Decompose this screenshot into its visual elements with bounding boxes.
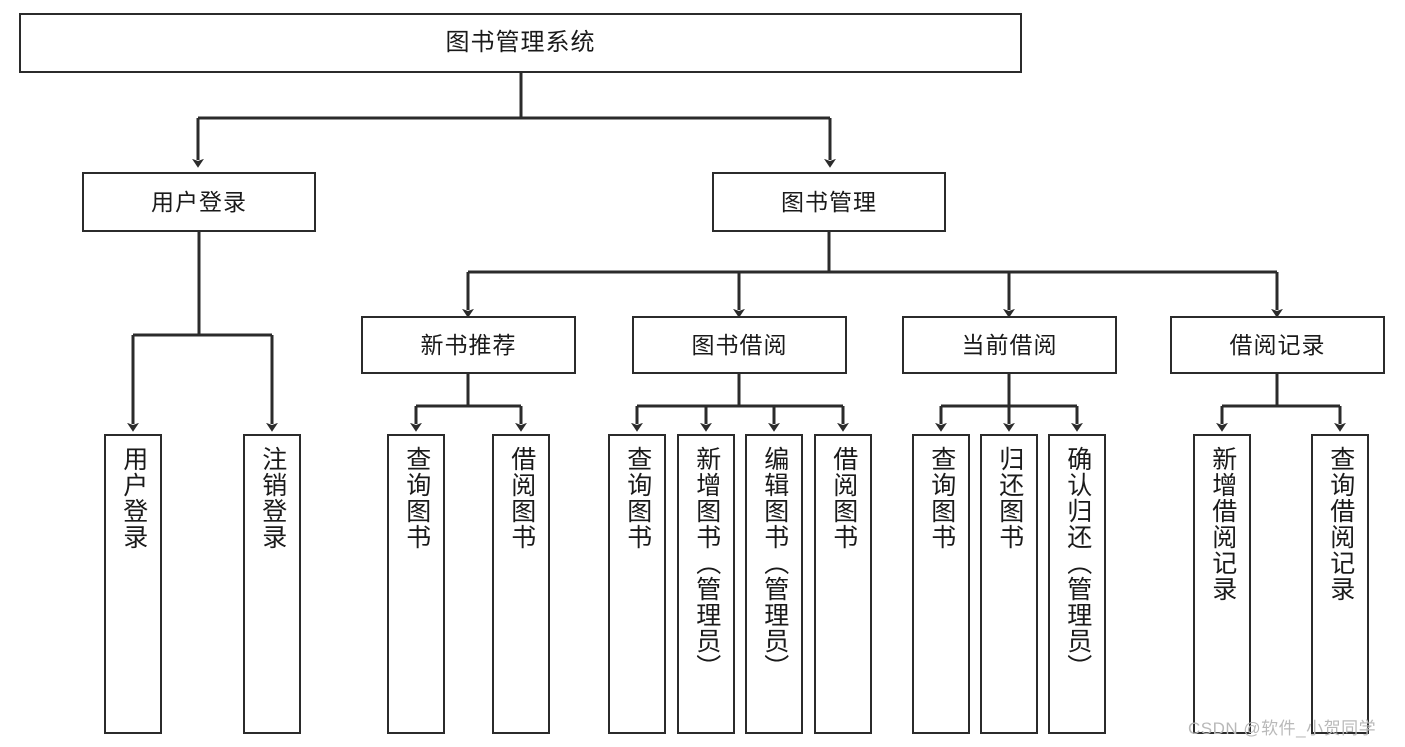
node-leaf-query-book-3[interactable]: 查询图书: [912, 434, 970, 734]
node-leaf-logout-label: 注销登录: [258, 446, 287, 550]
node-leaf-borrow-book-1-label: 借阅图书: [507, 446, 536, 550]
node-leaf-borrow-book-1[interactable]: 借阅图书: [492, 434, 550, 734]
node-leaf-query-record-label: 查询借阅记录: [1326, 446, 1355, 602]
node-leaf-confirm-return[interactable]: 确认归还（管理员）: [1048, 434, 1106, 734]
node-leaf-return-book[interactable]: 归还图书: [980, 434, 1038, 734]
node-book-manage[interactable]: 图书管理: [712, 172, 946, 232]
node-leaf-add-book[interactable]: 新增图书（管理员）: [677, 434, 735, 734]
node-leaf-query-book-1[interactable]: 查询图书: [387, 434, 445, 734]
node-leaf-query-record[interactable]: 查询借阅记录: [1311, 434, 1369, 734]
node-book-borrow[interactable]: 图书借阅: [632, 316, 847, 374]
node-new-book-recommend-label: 新书推荐: [420, 331, 517, 358]
node-new-book-recommend[interactable]: 新书推荐: [361, 316, 576, 374]
node-book-manage-label: 图书管理: [781, 188, 877, 215]
node-leaf-edit-book-label: 编辑图书（管理员）: [760, 446, 789, 680]
node-leaf-query-book-2[interactable]: 查询图书: [608, 434, 666, 734]
node-leaf-logout[interactable]: 注销登录: [243, 434, 301, 734]
node-current-borrow[interactable]: 当前借阅: [902, 316, 1117, 374]
node-leaf-user-login-label: 用户登录: [119, 446, 148, 550]
node-leaf-add-book-label: 新增图书（管理员）: [692, 446, 721, 680]
node-leaf-edit-book[interactable]: 编辑图书（管理员）: [745, 434, 803, 734]
node-leaf-add-record[interactable]: 新增借阅记录: [1193, 434, 1251, 734]
node-book-borrow-label: 图书借阅: [691, 331, 788, 358]
node-root-label: 图书管理系统: [445, 29, 596, 56]
node-leaf-borrow-book-2[interactable]: 借阅图书: [814, 434, 872, 734]
node-user-login-label: 用户登录: [151, 188, 247, 215]
node-leaf-borrow-book-2-label: 借阅图书: [829, 446, 858, 550]
node-leaf-query-book-1-label: 查询图书: [402, 446, 431, 550]
node-leaf-add-record-label: 新增借阅记录: [1208, 446, 1237, 602]
node-borrow-record[interactable]: 借阅记录: [1170, 316, 1385, 374]
node-leaf-user-login[interactable]: 用户登录: [104, 434, 162, 734]
node-leaf-confirm-return-label: 确认归还（管理员）: [1063, 446, 1092, 680]
watermark-label: CSDN @软件_小贺同学: [1188, 719, 1377, 738]
node-user-login[interactable]: 用户登录: [82, 172, 316, 232]
node-borrow-record-label: 借阅记录: [1229, 331, 1326, 358]
node-leaf-query-book-3-label: 查询图书: [927, 446, 956, 550]
node-leaf-query-book-2-label: 查询图书: [623, 446, 652, 550]
node-current-borrow-label: 当前借阅: [961, 331, 1058, 358]
node-root[interactable]: 图书管理系统: [19, 13, 1022, 73]
node-leaf-return-book-label: 归还图书: [995, 446, 1024, 550]
